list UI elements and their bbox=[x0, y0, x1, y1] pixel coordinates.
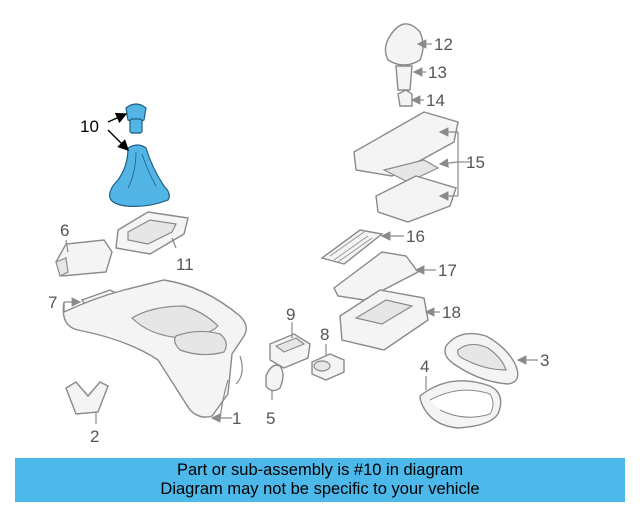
socket-part-8 bbox=[311, 353, 345, 381]
callout-15: 15 bbox=[466, 153, 485, 172]
lighter-part-9 bbox=[269, 333, 311, 369]
center-console-part-1 bbox=[62, 279, 247, 421]
leader-6 bbox=[65, 239, 69, 253]
sleeve-part-13 bbox=[395, 65, 413, 91]
callout-12: 12 bbox=[434, 35, 453, 54]
bulb-part-5 bbox=[265, 364, 284, 392]
base-part-18 bbox=[339, 289, 429, 351]
leader-11 bbox=[171, 237, 177, 249]
handle-part-4 bbox=[419, 380, 502, 429]
callout-7: 7 bbox=[48, 293, 57, 312]
callout-2: 2 bbox=[90, 427, 99, 446]
leader-15 bbox=[438, 127, 470, 201]
callout-9: 9 bbox=[286, 305, 295, 324]
shift-knob-part-10[interactable] bbox=[125, 103, 147, 134]
clip-part-14 bbox=[397, 89, 413, 107]
bracket-part-2 bbox=[65, 381, 109, 415]
callout-18: 18 bbox=[442, 303, 461, 322]
shifter-assembly-part-15 bbox=[353, 111, 459, 223]
banner-line-2: Diagram may not be specific to your vehi… bbox=[160, 480, 480, 498]
callout-4: 4 bbox=[420, 357, 429, 376]
callout-14: 14 bbox=[426, 91, 445, 110]
ring-part-3 bbox=[444, 332, 519, 385]
callout-10: 10 bbox=[80, 117, 99, 136]
callout-11: 11 bbox=[176, 255, 194, 274]
info-banner: Part or sub-assembly is #10 in diagram D… bbox=[15, 458, 625, 502]
bracket-part-6 bbox=[55, 239, 113, 277]
callout-8: 8 bbox=[320, 325, 329, 344]
knob-part-12 bbox=[384, 23, 424, 66]
banner-line-1: Part or sub-assembly is #10 in diagram bbox=[176, 461, 464, 479]
callout-13: 13 bbox=[428, 63, 447, 82]
callout-10-leaders bbox=[107, 112, 129, 151]
callout-6: 6 bbox=[60, 221, 69, 240]
callout-1: 1 bbox=[232, 409, 241, 428]
tray-part-11 bbox=[115, 211, 189, 255]
callout-3: 3 bbox=[540, 351, 549, 370]
callout-17: 17 bbox=[438, 261, 457, 280]
shift-boot-part-10[interactable] bbox=[109, 144, 170, 207]
callout-5: 5 bbox=[266, 409, 275, 428]
parts-diagram: 10 11 6 7 1 2 9 8 bbox=[48, 23, 549, 446]
callout-16: 16 bbox=[406, 227, 425, 246]
